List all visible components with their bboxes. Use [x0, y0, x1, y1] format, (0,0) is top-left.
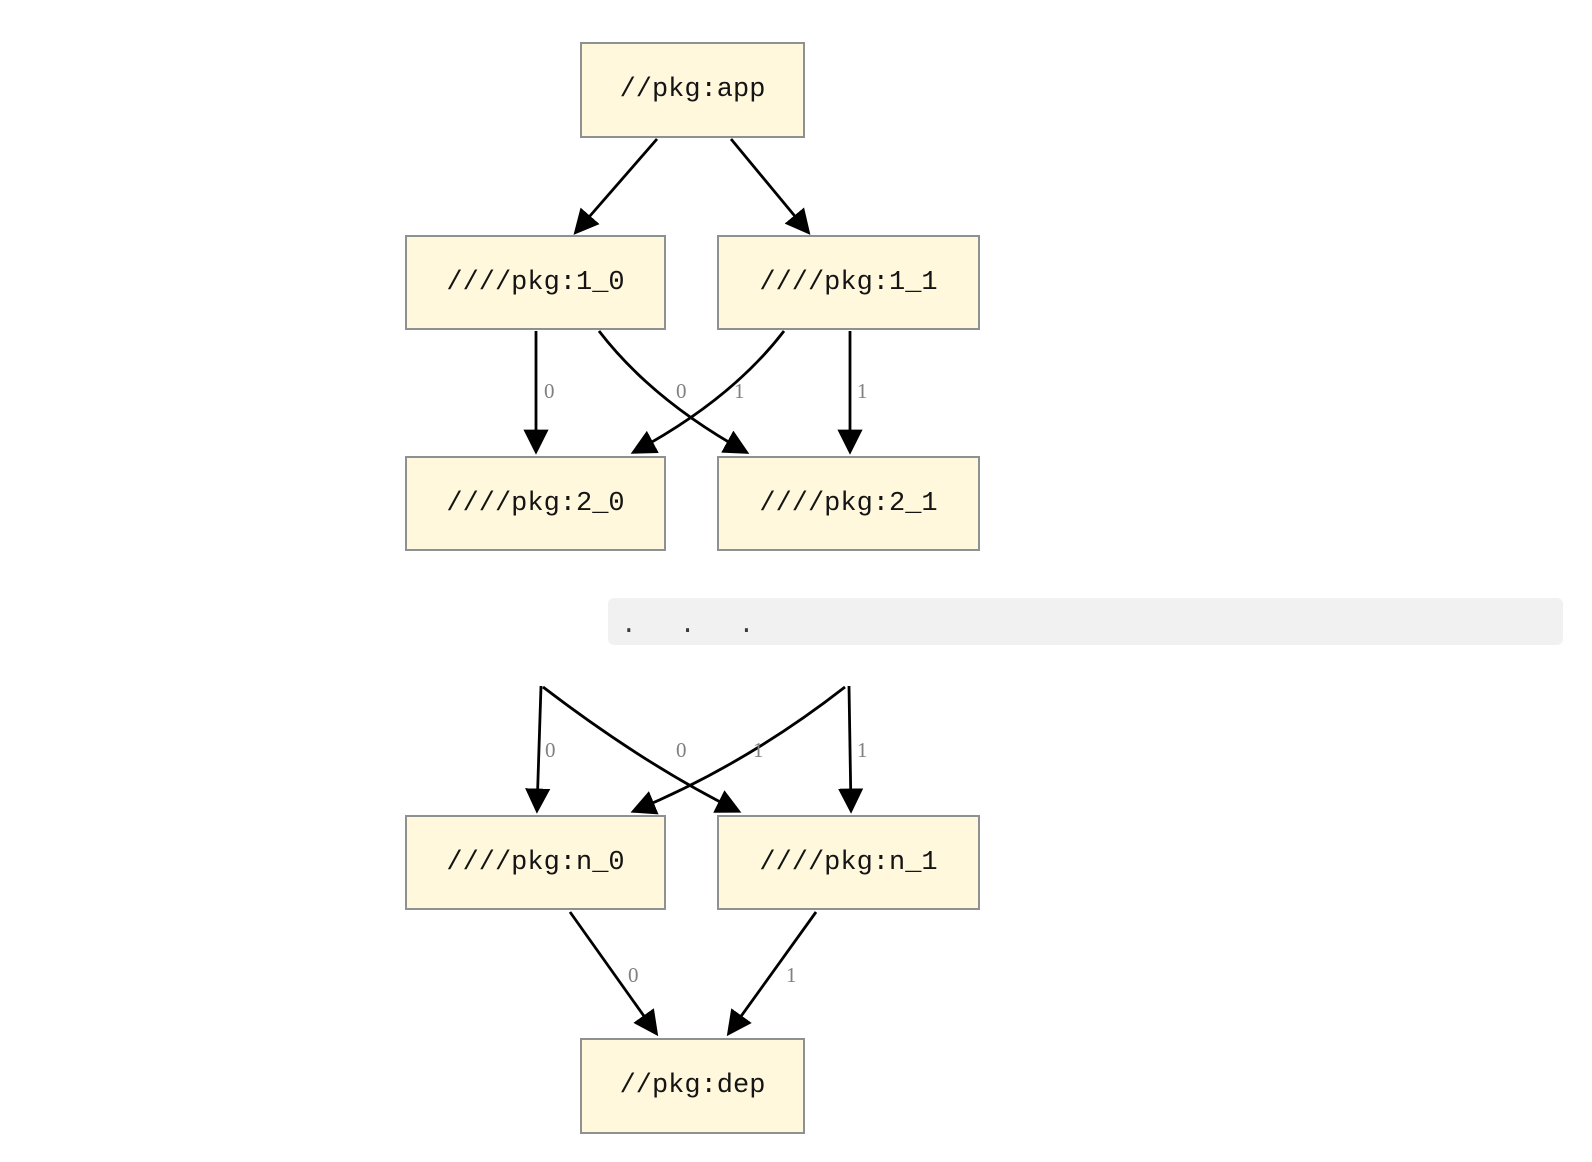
edge-app-1_0	[573, 138, 659, 235]
edge-dots-n_0	[525, 685, 551, 814]
node-pkg-dep-label: //pkg:dep	[619, 1071, 766, 1101]
node-pkg-app-label: //pkg:app	[619, 75, 766, 105]
edge-label-1_0-2_1: 0	[676, 379, 687, 403]
node-pkg-1_1-label: ////pkg:1_1	[759, 267, 938, 298]
node-pkg-app: //pkg:app	[580, 42, 805, 138]
node-pkg-1_1: ////pkg:1_1	[717, 235, 980, 330]
edge-1_1-2_0	[630, 330, 786, 454]
node-pkg-2_1-label: ////pkg:2_1	[759, 488, 938, 519]
edge-label-dots2-n_1: 1	[857, 738, 868, 762]
node-pkg-1_0: ////pkg:1_0	[405, 235, 666, 330]
ellipsis-code-block: . . .	[608, 598, 1563, 645]
node-pkg-n_1: ////pkg:n_1	[717, 815, 980, 910]
node-pkg-n_0-label: ////pkg:n_0	[446, 847, 625, 878]
edge-dots-n_1	[542, 685, 742, 813]
node-pkg-n_0: ////pkg:n_0	[405, 815, 666, 910]
edge-label-1_1-2_1: 1	[857, 379, 868, 403]
edge-label-dots-n_1: 0	[676, 738, 687, 762]
edge-label-1_0-2_0: 0	[544, 379, 555, 403]
edge-label-1_1-2_0: 1	[734, 379, 745, 403]
edge-label-dots-n_0: 0	[545, 738, 556, 762]
edge-dots2-n_1	[838, 685, 864, 814]
node-pkg-n_1-label: ////pkg:n_1	[759, 847, 938, 878]
edge-n_1-dep	[726, 911, 818, 1037]
node-pkg-2_1: ////pkg:2_1	[717, 456, 980, 551]
edge-dots2-n_0	[630, 685, 846, 815]
ellipsis-text: . . .	[621, 609, 759, 640]
node-pkg-2_0: ////pkg:2_0	[405, 456, 666, 551]
edge-label-dots2-n_0: 1	[753, 738, 764, 762]
node-pkg-2_0-label: ////pkg:2_0	[446, 488, 625, 519]
edge-label-n_0-dep: 0	[628, 963, 639, 987]
edge-label-n_1-dep: 1	[786, 963, 797, 987]
node-pkg-1_0-label: ////pkg:1_0	[446, 267, 625, 298]
edge-n_0-dep	[568, 911, 659, 1037]
edge-app-1_1	[729, 138, 811, 235]
node-pkg-dep: //pkg:dep	[580, 1038, 805, 1134]
edge-1_0-2_1	[597, 330, 750, 454]
